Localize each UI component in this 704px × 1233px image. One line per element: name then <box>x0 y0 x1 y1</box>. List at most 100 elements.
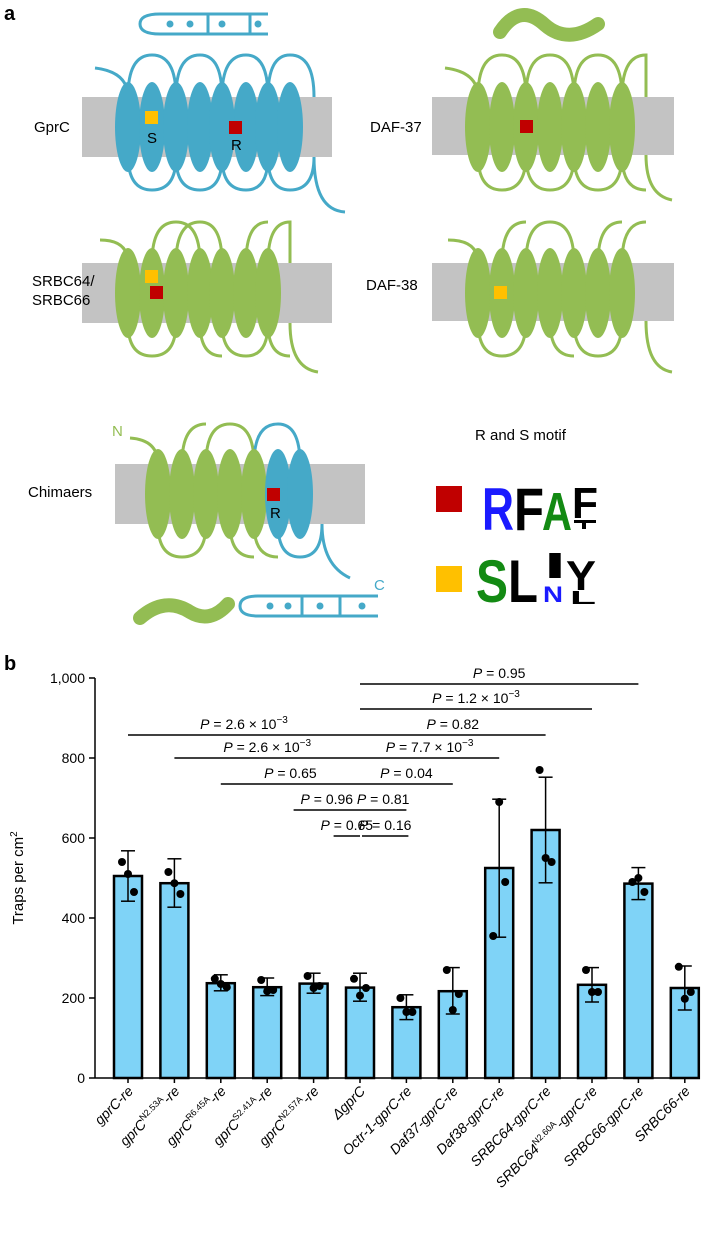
bar <box>251 985 283 1080</box>
data-point <box>535 766 544 774</box>
data-point <box>634 874 643 882</box>
data-point <box>362 984 370 992</box>
data-point <box>686 988 695 996</box>
logo-s-letter-2: L <box>508 548 538 615</box>
x-tick-label: SRBC66-gprC-re <box>560 1083 647 1170</box>
p-value-label: P = 0.65 <box>264 765 317 781</box>
data-point <box>350 974 358 983</box>
p-value-label: P = 7.7 × 10−3 <box>386 738 474 755</box>
data-point <box>582 966 590 974</box>
nematode-icon-bottom <box>133 597 235 625</box>
y-tick-label: 200 <box>62 990 86 1006</box>
gprc-receptor-diagram <box>82 53 346 214</box>
chimaer-r-motif-label: R <box>270 505 281 522</box>
s-motif-swatch <box>436 566 462 592</box>
data-point <box>588 988 596 996</box>
data-point <box>680 994 689 1003</box>
p-value-label: P = 0.95 <box>473 665 526 681</box>
daf38-receptor-diagram <box>432 220 674 374</box>
data-point <box>222 983 231 992</box>
logo-r-letter-4: F <box>572 479 598 528</box>
data-point <box>547 858 556 866</box>
panel-a-label: a <box>4 3 16 25</box>
data-point <box>356 991 364 1000</box>
data-point <box>210 974 219 983</box>
srbc-receptor-diagram <box>82 220 332 374</box>
data-point <box>309 984 318 992</box>
data-point <box>170 879 179 888</box>
s-motif-logo: S L I N Y L <box>476 545 596 615</box>
chimaer-receptor-diagram <box>115 422 365 580</box>
srbc-label-line2: SRBC66 <box>32 292 90 309</box>
p-value-label: P = 2.6 × 10−3 <box>200 715 288 732</box>
data-point <box>594 988 602 996</box>
fungus-icon <box>138 12 268 36</box>
bar <box>159 881 190 1080</box>
data-point <box>541 854 550 862</box>
bar <box>298 982 329 1080</box>
p-value-label: P = 0.04 <box>380 765 433 781</box>
data-point <box>396 994 405 1002</box>
data-point <box>448 1006 457 1014</box>
fungus-icon-bottom <box>238 594 378 618</box>
x-tick-label: SRBC64-gprC-re <box>467 1083 554 1170</box>
c-terminus-label: C <box>374 577 385 594</box>
motif-title: R and S motif <box>475 427 567 444</box>
p-value-label: P = 0.16 <box>359 817 412 833</box>
srbc-label-line1: SRBC64/ <box>32 273 95 290</box>
data-point <box>628 878 637 886</box>
y-axis-label: Traps per cm2 <box>9 831 27 925</box>
data-point <box>257 976 266 984</box>
y-tick-label: 800 <box>62 750 86 766</box>
data-point <box>164 868 173 876</box>
y-tick-label: 1,000 <box>50 670 85 686</box>
chimaers-label: Chimaers <box>28 484 92 501</box>
data-point <box>124 870 132 878</box>
p-value-label: P = 0.65 <box>321 817 374 833</box>
logo-r-letter-3: A <box>542 482 572 542</box>
bar <box>669 986 701 1080</box>
traps-bar-chart: 02004006008001,000gprC-regprCN2.53A-regp… <box>50 665 701 1191</box>
data-point <box>176 890 185 898</box>
panel-b-label: b <box>4 653 16 675</box>
data-point <box>674 962 683 971</box>
svg-text:L: L <box>570 588 596 608</box>
p-value-label: P = 2.6 × 10−3 <box>223 738 311 755</box>
data-point <box>263 987 272 996</box>
data-point <box>408 1008 417 1016</box>
p-value-label: P = 0.81 <box>357 791 410 807</box>
p-value-label: P = 1.2 × 10−3 <box>432 689 520 706</box>
p-value-label: P = 0.82 <box>427 716 480 732</box>
daf38-label: DAF-38 <box>366 277 418 294</box>
n-terminus-label: N <box>112 423 123 440</box>
daf37-receptor-diagram <box>432 53 674 202</box>
y-tick-label: 400 <box>62 910 86 926</box>
r-motif-logo: R F A F <box>482 476 598 543</box>
p-value-label: P = 0.96 <box>301 791 354 807</box>
data-point <box>269 986 278 994</box>
bar <box>623 882 654 1080</box>
data-point <box>130 888 138 896</box>
r-motif-swatch <box>436 486 462 512</box>
bar <box>112 874 144 1080</box>
x-tick-label: gprC-re <box>91 1083 136 1128</box>
gprc-label: GprC <box>34 119 70 136</box>
logo-r-letter-2: F <box>514 476 544 543</box>
r-motif-label: R <box>231 137 242 154</box>
bar <box>205 981 237 1080</box>
data-point <box>118 858 126 866</box>
s-motif-label: S <box>147 130 157 147</box>
y-tick-label: 0 <box>77 1070 85 1086</box>
logo-s-letter-1: S <box>476 548 508 615</box>
nematode-icon <box>493 8 605 42</box>
logo-s-letter-4: Y <box>566 552 596 599</box>
x-tick-label: ΔgprC <box>328 1082 369 1123</box>
logo-r-letter-1: R <box>482 476 514 543</box>
data-point <box>442 966 451 974</box>
data-point <box>454 990 463 998</box>
data-point <box>495 798 504 806</box>
data-point <box>216 980 225 988</box>
data-point <box>489 932 498 940</box>
data-point <box>501 878 510 886</box>
